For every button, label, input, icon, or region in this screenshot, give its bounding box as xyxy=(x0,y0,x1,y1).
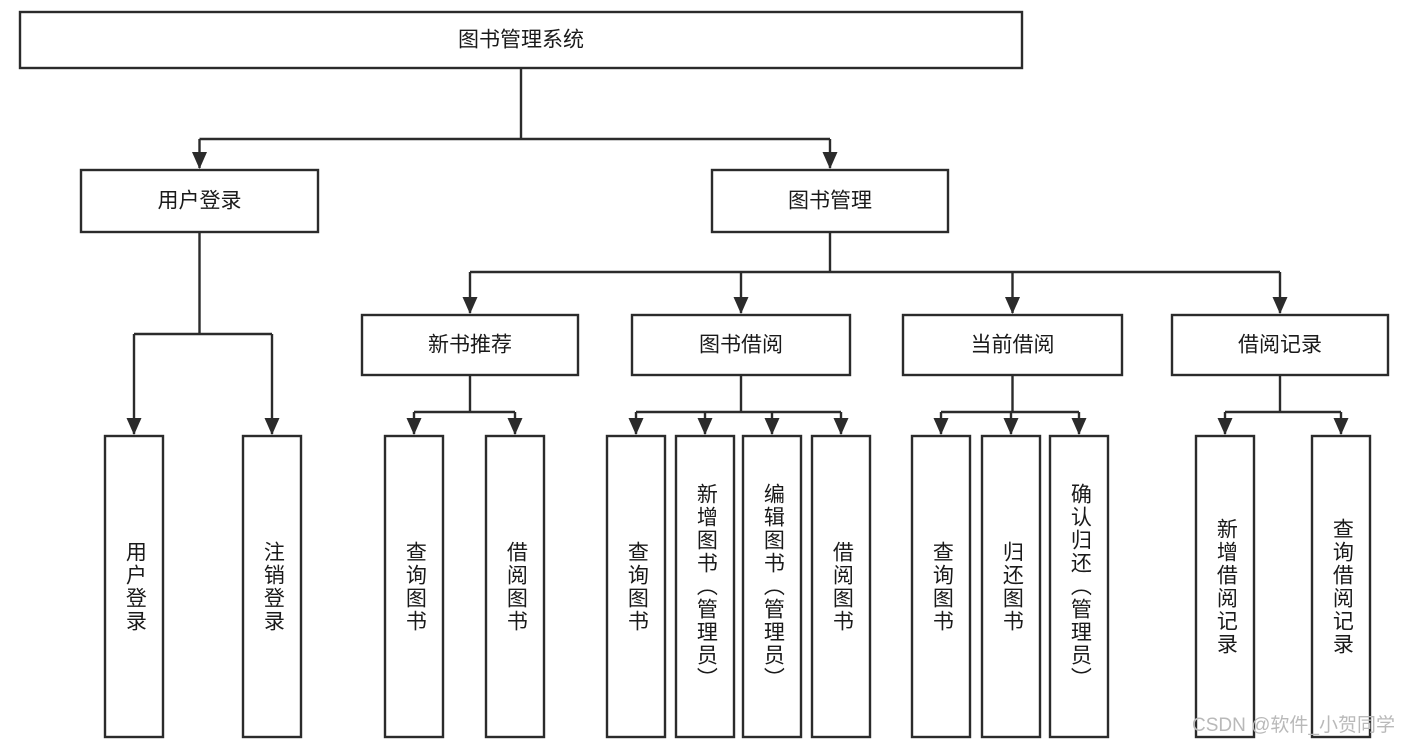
leaf-node-3[interactable] xyxy=(484,434,546,739)
node-l3-0-label: 新书推荐 xyxy=(428,334,512,357)
node-root[interactable] xyxy=(18,10,1024,70)
node-l2-0[interactable] xyxy=(79,168,320,234)
leaf-node-11-rect[interactable] xyxy=(1194,434,1256,739)
arrowhead-icon-leaf-3-1 xyxy=(1333,418,1349,435)
arrowhead-icon-login-leaf-0 xyxy=(126,418,142,435)
arrowhead-icon-leaf-0-1 xyxy=(507,418,523,435)
arrowhead-icon-l2-0 xyxy=(192,152,207,169)
node-l2-0-rect[interactable] xyxy=(79,168,320,234)
leaf-node-9-rect[interactable] xyxy=(980,434,1042,739)
node-l2-1-label: 图书管理 xyxy=(788,190,872,213)
node-l3-0-rect[interactable] xyxy=(360,313,580,377)
leaf-node-12[interactable] xyxy=(1310,434,1372,739)
arrowhead-icon-leaf-1-0 xyxy=(628,418,644,435)
arrowhead-icon-l3-1 xyxy=(733,297,749,314)
leaf-node-1-rect[interactable] xyxy=(241,434,303,739)
arrowhead-icon-leaf-2-0 xyxy=(933,418,949,435)
node-l3-1-label: 图书借阅 xyxy=(699,334,783,357)
leaf-node-6-rect[interactable] xyxy=(741,434,803,739)
leaf-node-12-rect[interactable] xyxy=(1310,434,1372,739)
leaf-node-2-rect[interactable] xyxy=(383,434,445,739)
leaf-node-1[interactable] xyxy=(241,434,303,739)
leaf-node-6[interactable] xyxy=(741,434,803,739)
leaf-node-10-rect[interactable] xyxy=(1048,434,1110,739)
arrowhead-icon-leaf-2-1 xyxy=(1003,418,1019,435)
node-l3-2[interactable] xyxy=(901,313,1124,377)
leaf-node-3-rect[interactable] xyxy=(484,434,546,739)
leaf-node-4[interactable] xyxy=(605,434,667,739)
leaf-node-7-rect[interactable] xyxy=(810,434,872,739)
leaf-node-2[interactable] xyxy=(383,434,445,739)
arrowhead-icon-leaf-1-2 xyxy=(764,418,780,435)
leaf-node-8[interactable] xyxy=(910,434,972,739)
leaf-node-7[interactable] xyxy=(810,434,872,739)
arrowhead-icon-leaf-1-3 xyxy=(833,418,849,435)
leaf-node-11[interactable] xyxy=(1194,434,1256,739)
node-l3-3-label: 借阅记录 xyxy=(1238,334,1322,357)
leaf-node-9[interactable] xyxy=(980,434,1042,739)
arrowhead-icon-l3-0 xyxy=(462,297,478,314)
arrowhead-icon-l3-3 xyxy=(1272,297,1288,314)
leaf-node-0[interactable] xyxy=(103,434,165,739)
leaf-node-5-rect[interactable] xyxy=(674,434,736,739)
arrowhead-icon-login-leaf-1 xyxy=(264,418,280,435)
node-root-label: 图书管理系统 xyxy=(458,29,584,52)
leaf-node-0-rect[interactable] xyxy=(103,434,165,739)
leaf-node-4-rect[interactable] xyxy=(605,434,667,739)
csdn-watermark: CSDN @软件_小贺同学 xyxy=(1192,715,1395,736)
arrowhead-icon-leaf-3-0 xyxy=(1217,418,1233,435)
leaf-node-5[interactable] xyxy=(674,434,736,739)
arrowhead-icon-leaf-1-1 xyxy=(697,418,713,435)
arrowhead-icon-l3-2 xyxy=(1005,297,1020,314)
node-root-rect[interactable] xyxy=(18,10,1024,70)
node-l3-0[interactable] xyxy=(360,313,580,377)
node-l3-2-rect[interactable] xyxy=(901,313,1124,377)
arrowhead-icon-leaf-2-2 xyxy=(1071,418,1087,435)
arrowhead-icon-leaf-0-0 xyxy=(406,418,422,435)
arrowhead-icon-l2-1 xyxy=(822,152,838,169)
leaf-node-8-rect[interactable] xyxy=(910,434,972,739)
node-l3-2-label: 当前借阅 xyxy=(971,334,1055,357)
node-l2-0-label: 用户登录 xyxy=(158,190,242,213)
leaf-node-10[interactable] xyxy=(1048,434,1110,739)
